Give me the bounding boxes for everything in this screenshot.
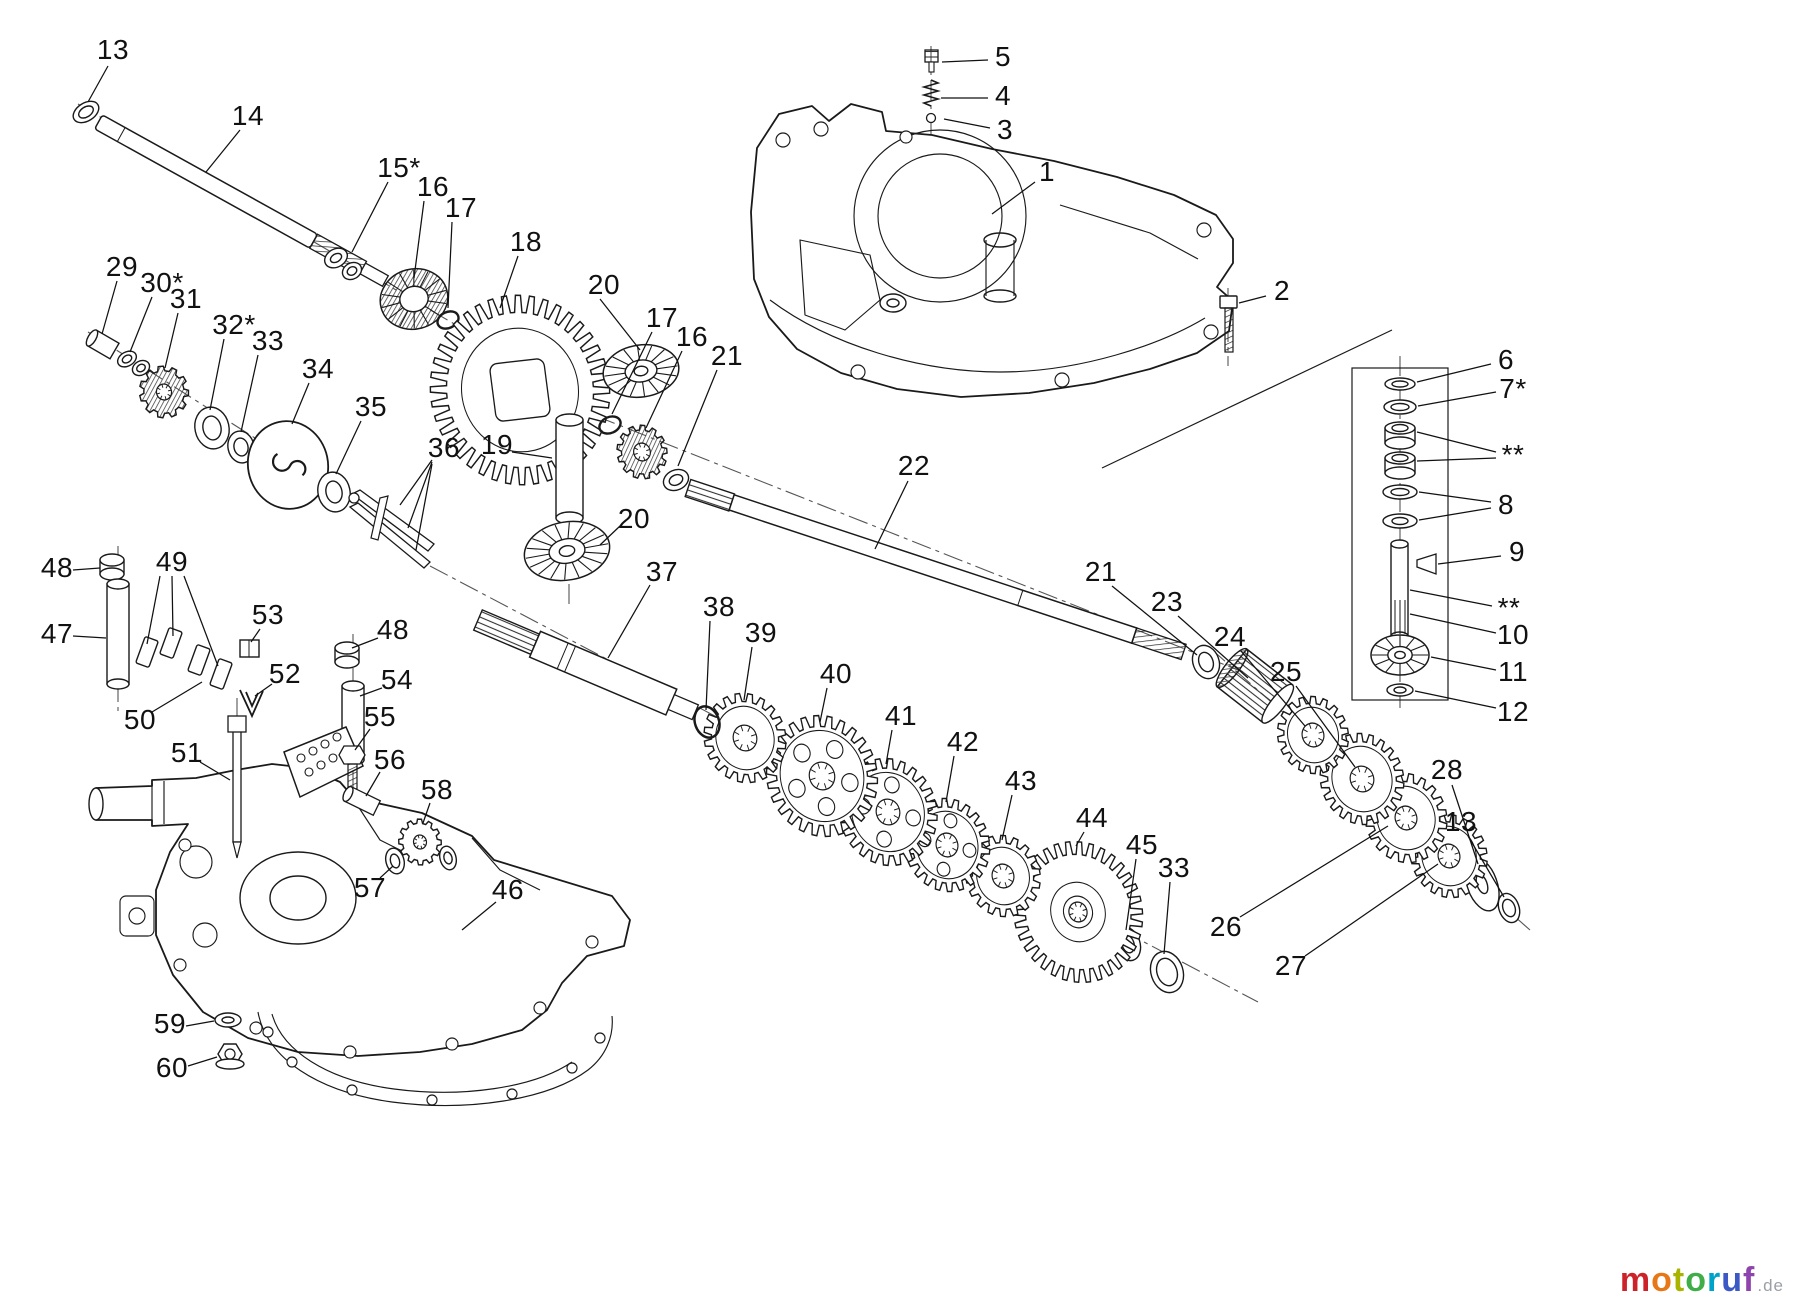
watermark-word: motoruf: [1620, 1261, 1755, 1299]
watermark-letter: m: [1619, 1261, 1652, 1299]
watermark-letter: f: [1743, 1261, 1756, 1299]
watermark-letter: t: [1672, 1261, 1686, 1299]
watermark-letter: o: [1651, 1261, 1673, 1299]
watermark-logo: motoruf.de: [1620, 1261, 1784, 1300]
watermark-letter: r: [1707, 1261, 1722, 1299]
watermark-suffix: .de: [1757, 1276, 1784, 1295]
watermark-letter: o: [1685, 1261, 1708, 1299]
watermark-letter: u: [1721, 1261, 1744, 1299]
